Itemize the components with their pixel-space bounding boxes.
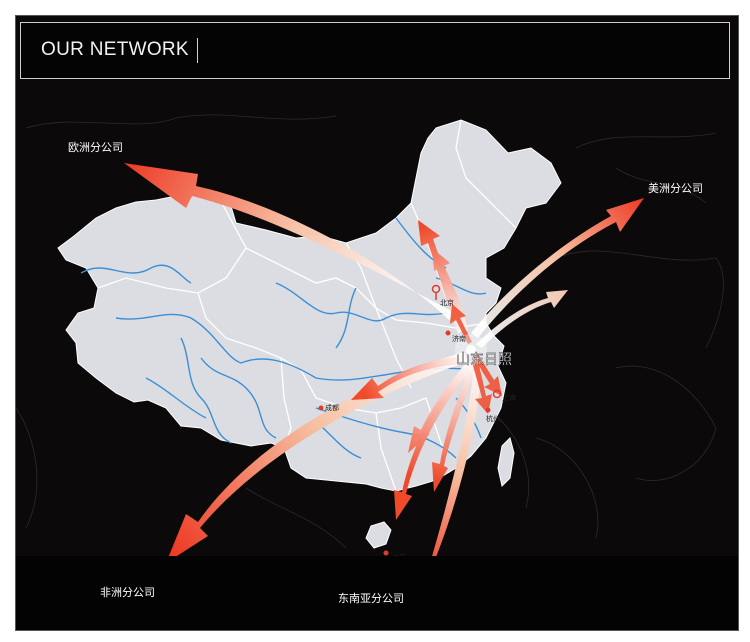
jinan-dot — [445, 330, 451, 336]
route-arrow-southwest — [408, 362, 472, 453]
route-arrow-sanya — [394, 362, 474, 520]
city-markers — [318, 284, 502, 556]
route-arrow-america — [471, 198, 644, 338]
branch-label-america: 美洲分公司 — [648, 182, 703, 195]
network-panel: OUR NETWORK — [15, 15, 739, 631]
city-label-shanghai: 上海 — [502, 393, 516, 402]
map-footer-area — [16, 556, 738, 630]
route-arrow-jinan — [450, 304, 472, 344]
city-label-beijing: 北京 — [440, 298, 454, 307]
title-divider — [197, 38, 198, 63]
hub-dot — [466, 345, 476, 355]
chengdu-dot — [318, 405, 324, 411]
hub-label: 山东日照 — [456, 352, 512, 368]
city-label-jinan: 济南 — [452, 334, 466, 343]
hangzhou-dot — [485, 407, 491, 413]
page-title: OUR NETWORK — [41, 39, 189, 60]
route-arrow-chengdu — [351, 356, 464, 400]
shanghai-marker — [492, 389, 502, 399]
network-map: 北京 济南 上海 杭州 成都 三亚 山东日照 — [15, 108, 738, 588]
route-arrow-europe — [124, 163, 456, 320]
taiwan-island — [497, 437, 515, 487]
route-arrow-northeast — [476, 290, 568, 348]
city-label-chengdu: 成都 — [325, 403, 339, 412]
province-boundaries — [97, 119, 517, 492]
sanya-dot — [383, 550, 389, 556]
branch-label-africa: 非洲分公司 — [100, 586, 155, 599]
route-arrow-hangzhou — [472, 360, 492, 414]
beijing-marker — [431, 284, 441, 300]
route-arrow-southeast-asia — [420, 364, 482, 588]
city-label-hangzhou: 杭州 — [486, 414, 500, 423]
route-arrow-south — [432, 364, 476, 492]
route-arrow-shanghai — [474, 354, 502, 396]
route-arrow-africa — [166, 352, 468, 563]
branch-label-southeast-asia: 东南亚分公司 — [338, 592, 404, 605]
china-map-svg: 北京 济南 上海 杭州 成都 三亚 山东日照 — [15, 114, 724, 588]
hainan-island — [365, 521, 392, 549]
world-background-contours — [15, 114, 724, 549]
route-arrows — [124, 163, 644, 588]
branch-label-europe: 欧洲分公司 — [68, 141, 123, 154]
header-bar: OUR NETWORK — [20, 22, 730, 79]
